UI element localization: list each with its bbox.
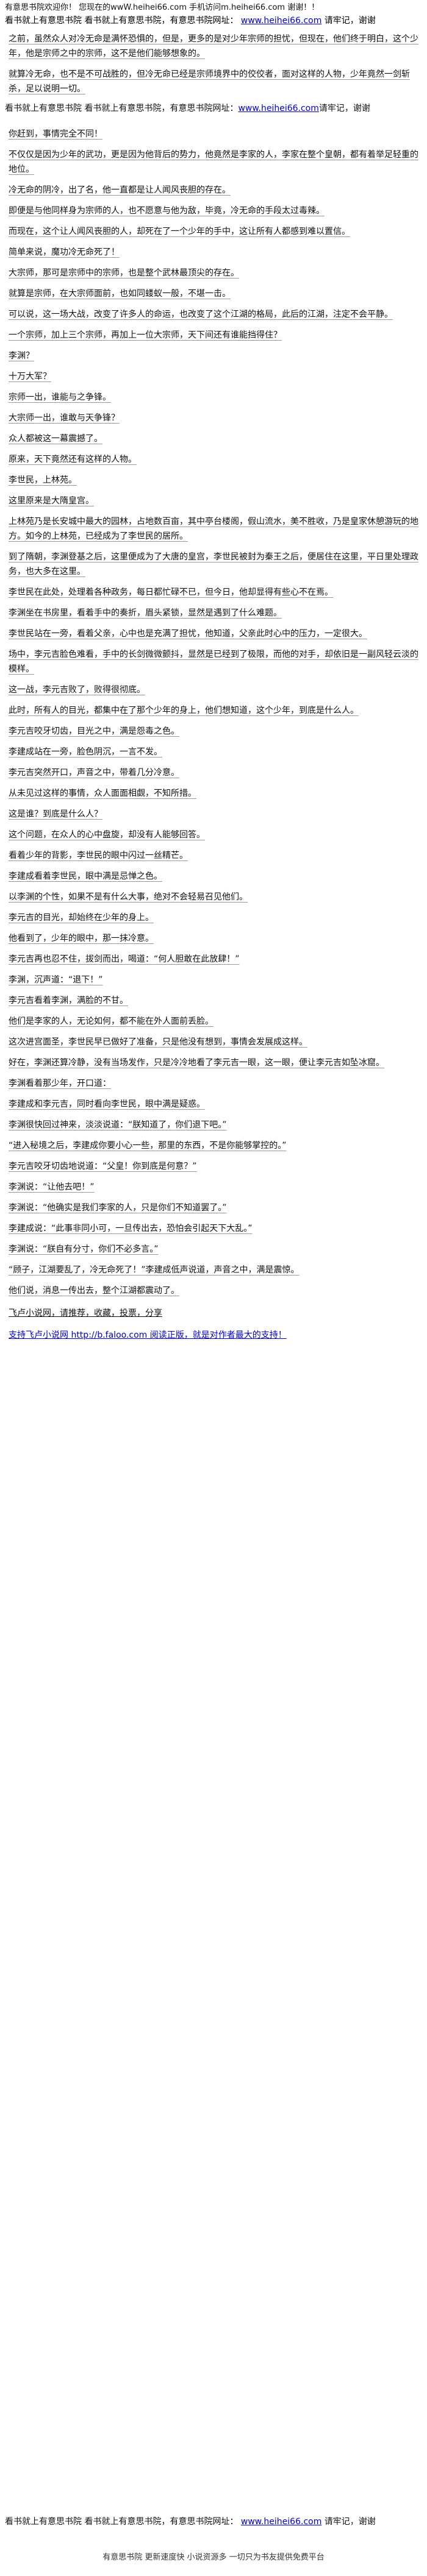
mid-ad-tail: 请牢记，谢谢 <box>318 104 370 113</box>
chapter-paragraph: 李渊说：“朕自有分寸，你们不必多言。” <box>9 1244 159 1254</box>
chapter-paragraph: 这一战，李元吉败了，败得很彻底。 <box>9 685 145 695</box>
chapter-paragraph: 上林苑乃是长安城中最大的园林，占地数百亩，其中亭台楼阁，假山流水，美不胜收，乃是… <box>9 517 418 541</box>
top-ad-tail: 请牢记，谢谢 <box>324 16 376 26</box>
faloo-support-link[interactable]: 支持飞卢小说网 http://b.faloo.com 阅读正版，就是对作者最大的… <box>9 1330 287 1340</box>
chapter-body: 之前，虽然众人对冷无命是满怀恐惧的，但是，更多的是对少年宗师的担忧，但现在，他们… <box>0 32 427 1342</box>
chapter-paragraph: 李世民站在一旁，看着父亲，心中也是充满了担忧，他知道，父亲此时心中的压力，一定很… <box>9 629 367 639</box>
bottom-ad: 看书就上有意思书院 看书就上有意思书院，有意思书院网址： www.heihei6… <box>0 2516 427 2528</box>
chapter-paragraph: 李渊，沉声道：“退下！” <box>9 975 103 985</box>
chapter-paragraph: 冷无命的阴冷，出了名，他一直都是让人闻风丧胆的存在。 <box>9 185 231 195</box>
chapter-paragraph: 而现在，这个让人闻风丧胆的人，却死在了一个少年的手中，这让所有人都感到难以置信。 <box>9 227 350 236</box>
chapter-paragraph: 李元吉看着李渊，满脸的不甘。 <box>9 996 128 1006</box>
chapter-paragraph: 大宗师，那可是宗师中的宗师，也是整个武林最顶尖的存在。 <box>9 268 239 278</box>
chapter-paragraph: 李元吉再也忍不住，拔剑而出，喝道：“何人胆敢在此放肆！” <box>9 954 240 964</box>
chapter-paragraph: 李渊看着那少年，开口道： <box>9 1079 111 1088</box>
chapter-paragraph: 就算是宗师，在大宗师面前，也如同蝼蚁一般，不堪一击。 <box>9 289 231 299</box>
chapter-paragraph: 一个宗师，加上三个宗师，再加上一位大宗师，天下间还有谁能挡得住？ <box>9 330 282 340</box>
chapter-paragraph: 他们说，消息一传出去，整个江湖都震动了。 <box>9 1286 179 1296</box>
chapter-paragraph: 以李渊的个性，如果不是有什么大事，绝对不会轻易召见他们。 <box>9 892 248 902</box>
chapter-paragraph: 即便是与他同样身为宗师的人，也不愿意与他为敌，毕竟，冷无命的手段太过毒辣。 <box>9 206 325 216</box>
chapter-paragraph: 场中，李元吉脸色难看，手中的长剑微微颤抖，显然是已经到了极限，而他的对手，却依旧… <box>9 650 418 674</box>
chapter-paragraph: 你赶到，事情完全不同！ <box>9 129 102 139</box>
top-banner: 有意思书院欢迎你！ 您现在的wwW.heihei66.com 手机访问m.hei… <box>0 0 427 13</box>
chapter-paragraph: 可以说，这一场大战，改变了许多人的命运，也改变了这个江湖的格局，此后的江湖，注定… <box>9 310 393 319</box>
chapter-paragraph: 李元吉咬牙切齿地说道：“父皇！你到底是何意？” <box>9 1162 197 1171</box>
chapter-paragraph: 李世民在此处，处理着各种政务，每日都忙碌不已，但今日，他却显得有些心不在焉。 <box>9 587 333 597</box>
chapter-paragraph: 李渊很快回过神来，淡淡说道：“朕知道了，你们退下吧。” <box>9 1120 227 1130</box>
bottom-ad-text: 看书就上有意思书院 看书就上有意思书院，有意思书院网址： <box>5 2517 239 2527</box>
chapter-paragraph: 十万大军？ <box>9 372 51 381</box>
chapter-paragraph: 看着少年的背影，李世民的眼中闪过一丝精芒。 <box>9 851 188 860</box>
bottom-ad-link[interactable]: www.heihei66.com <box>240 2517 322 2527</box>
chapter-paragraph: 李渊坐在书房里，看着手中的奏折，眉头紧锁，显然是遇到了什么难题。 <box>9 608 282 618</box>
chapter-paragraph: 李元吉的目光，却始终在少年的身上。 <box>9 913 154 923</box>
mid-ad: 看书就上有意思书院 看书就上有意思书院，有意思书院网址：www.heihei66… <box>5 102 421 115</box>
chapter-paragraph: 李世民，上林苑。 <box>9 475 77 485</box>
chapter-paragraph: 到了隋朝，李渊登基之后，这里便成为了大唐的皇宫，李世民被封为秦王之后，便居住在这… <box>9 552 418 577</box>
mid-ad-link[interactable]: www.heihei66.com <box>238 104 319 113</box>
chapter-paragraph: 李渊说：“让他去吧！” <box>9 1182 95 1192</box>
chapter-paragraph: 李渊？ <box>9 351 34 361</box>
chapter-paragraph: 宗师一出，谁能与之争锋。 <box>9 392 111 402</box>
footer-note: 有意思书院 更新速度快 小说资源多 一切只为书友提供免费平台 <box>102 2553 325 2562</box>
chapter-paragraph: 他们是李家的人，无论如何，都不能在外人面前丢脸。 <box>9 1017 214 1026</box>
chapter-paragraph: 不仅仅是因为少年的武功，更是因为他背后的势力，他竟然是李家的人，李家在整个皇朝，… <box>9 150 418 174</box>
top-ad: 看书就上有意思书院 看书就上有意思书院，有意思书院网址： www.heihei6… <box>0 13 427 28</box>
chapter-paragraph: 这是谁？到底是什么人？ <box>9 809 102 819</box>
chapter-paragraph: 好在，李渊还算冷静，没有当场发作，只是冷冷地看了李元吉一眼，这一眼，便让李元吉如… <box>9 1058 384 1068</box>
chapter-paragraph: 众人都被这一幕震撼了。 <box>9 434 102 444</box>
chapter-paragraph: 他看到了，少年的眼中，那一抹冷意。 <box>9 934 154 943</box>
chapter-paragraph: 李建成和李元吉，同时看向李世民，眼中满是疑惑。 <box>9 1099 205 1109</box>
chapter-paragraph: 李元吉突然开口，声音之中，带着几分冷意。 <box>9 768 179 778</box>
chapter-paragraph: “顾子，江湖要乱了，冷无命死了！”李建成低声说道，声音之中，满是震惊。 <box>9 1265 300 1275</box>
top-ad-text: 看书就上有意思书院 看书就上有意思书院，有意思书院网址： <box>5 16 239 26</box>
chapter-paragraph: “进入秘境之后，李建成你要小心一些，那里的东西，不是你能够掌控的。” <box>9 1141 287 1151</box>
chapter-paragraph: 从未见过这样的事情，众人面面相觑，不知所措。 <box>9 789 196 798</box>
chapter-paragraph: 大宗师一出，谁敢与天争锋？ <box>9 413 120 423</box>
chapter-paragraph: 李建成站在一旁，脸色阴沉，一言不发。 <box>9 747 162 757</box>
chapter-paragraph: 之前，虽然众人对冷无命是满怀恐惧的，但是，更多的是对少年宗师的担忧，但现在，他们… <box>9 34 418 59</box>
chapter-paragraph: 简单来说，魔功冷无命死了！ <box>9 247 120 257</box>
chapter-paragraph: 李建成说：“此事非同小可，一旦传出去，恐怕会引起天下大乱。” <box>9 1224 253 1233</box>
share-line: 飞卢小说网，请推荐，收藏，投票，分享 <box>9 1308 162 1318</box>
chapter-paragraph: 就算冷无命，也不是不可战胜的，但冷无命已经是宗师境界中的佼佼者，面对这样的人物，… <box>9 69 410 94</box>
chapter-paragraph: 此时，所有人的目光，都集中在了那个少年的身上，他们想知道，这个少年，到底是什么人… <box>9 706 359 715</box>
mid-ad-text: 看书就上有意思书院 看书就上有意思书院，有意思书院网址： <box>5 104 239 113</box>
chapter-paragraph: 这个问题，在众人的心中盘旋，却没有人能够回答。 <box>9 830 205 840</box>
chapter-paragraph: 李元吉咬牙切齿，目光之中，满是怨毒之色。 <box>9 726 179 736</box>
chapter-paragraph: 这里原来是大隋皇宫。 <box>9 496 94 506</box>
top-ad-link[interactable]: www.heihei66.com <box>240 16 322 26</box>
chapter-paragraph: 原来，天下竟然还有这样的人物。 <box>9 455 137 464</box>
bottom-ad-tail: 请牢记，谢谢 <box>324 2517 376 2527</box>
chapter-paragraph: 李渊说：“他确实是我们李家的人，只是你们不知道罢了。” <box>9 1203 227 1213</box>
chapter-paragraph: 这次进宫面圣，李世民早已做好了准备，只是他没有想到，事情会发展成这样。 <box>9 1037 307 1047</box>
chapter-paragraph: 李建成看着李世民，眼中满是忌惮之色。 <box>9 871 162 881</box>
top-banner-text: 有意思书院欢迎你！ 您现在的wwW.heihei66.com 手机访问m.hei… <box>5 3 320 12</box>
